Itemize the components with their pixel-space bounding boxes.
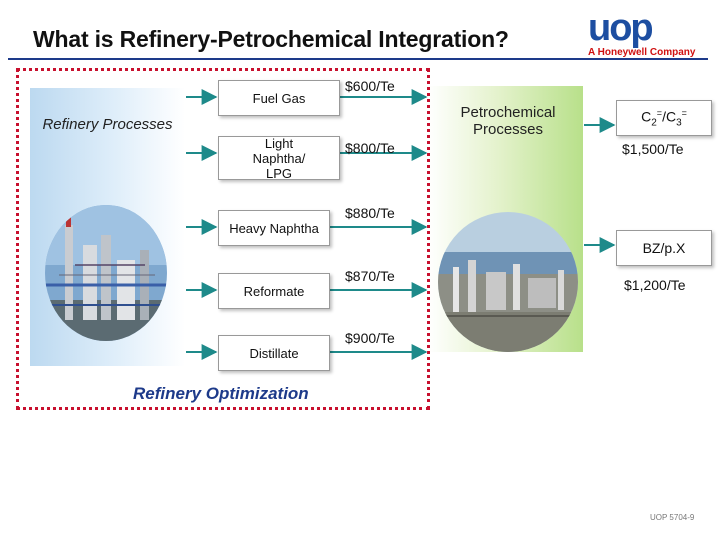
product-name-olefins: C2=/C3= (641, 108, 687, 128)
stream-box-fuel-gas: Fuel Gas (218, 80, 340, 116)
price-distillate: $900/Te (345, 330, 395, 346)
product-name-aromatics: BZ/p.X (643, 240, 686, 256)
stream-box-heavy-naphtha: Heavy Naphtha (218, 210, 330, 246)
price-fuel-gas: $600/Te (345, 78, 395, 94)
stream-name: Fuel Gas (253, 91, 306, 106)
price-aromatics: $1,200/Te (624, 277, 686, 293)
stream-name: Light Naphtha/ LPG (238, 136, 320, 181)
price-light-naphtha: $800/Te (345, 140, 395, 156)
footer-code: UOP 5704-9 (650, 513, 694, 522)
product-box-aromatics: BZ/p.X (616, 230, 712, 266)
price-heavy-naphtha: $880/Te (345, 205, 395, 221)
stream-box-light-naphtha: Light Naphtha/ LPG (218, 136, 340, 180)
price-reformate: $870/Te (345, 268, 395, 284)
product-box-olefins: C2=/C3= (616, 100, 712, 136)
stream-name: Reformate (244, 284, 305, 299)
stream-name: Heavy Naphtha (229, 221, 319, 236)
stream-box-reformate: Reformate (218, 273, 330, 309)
stream-box-distillate: Distillate (218, 335, 330, 371)
price-olefins: $1,500/Te (622, 141, 684, 157)
stream-name: Distillate (249, 346, 298, 361)
